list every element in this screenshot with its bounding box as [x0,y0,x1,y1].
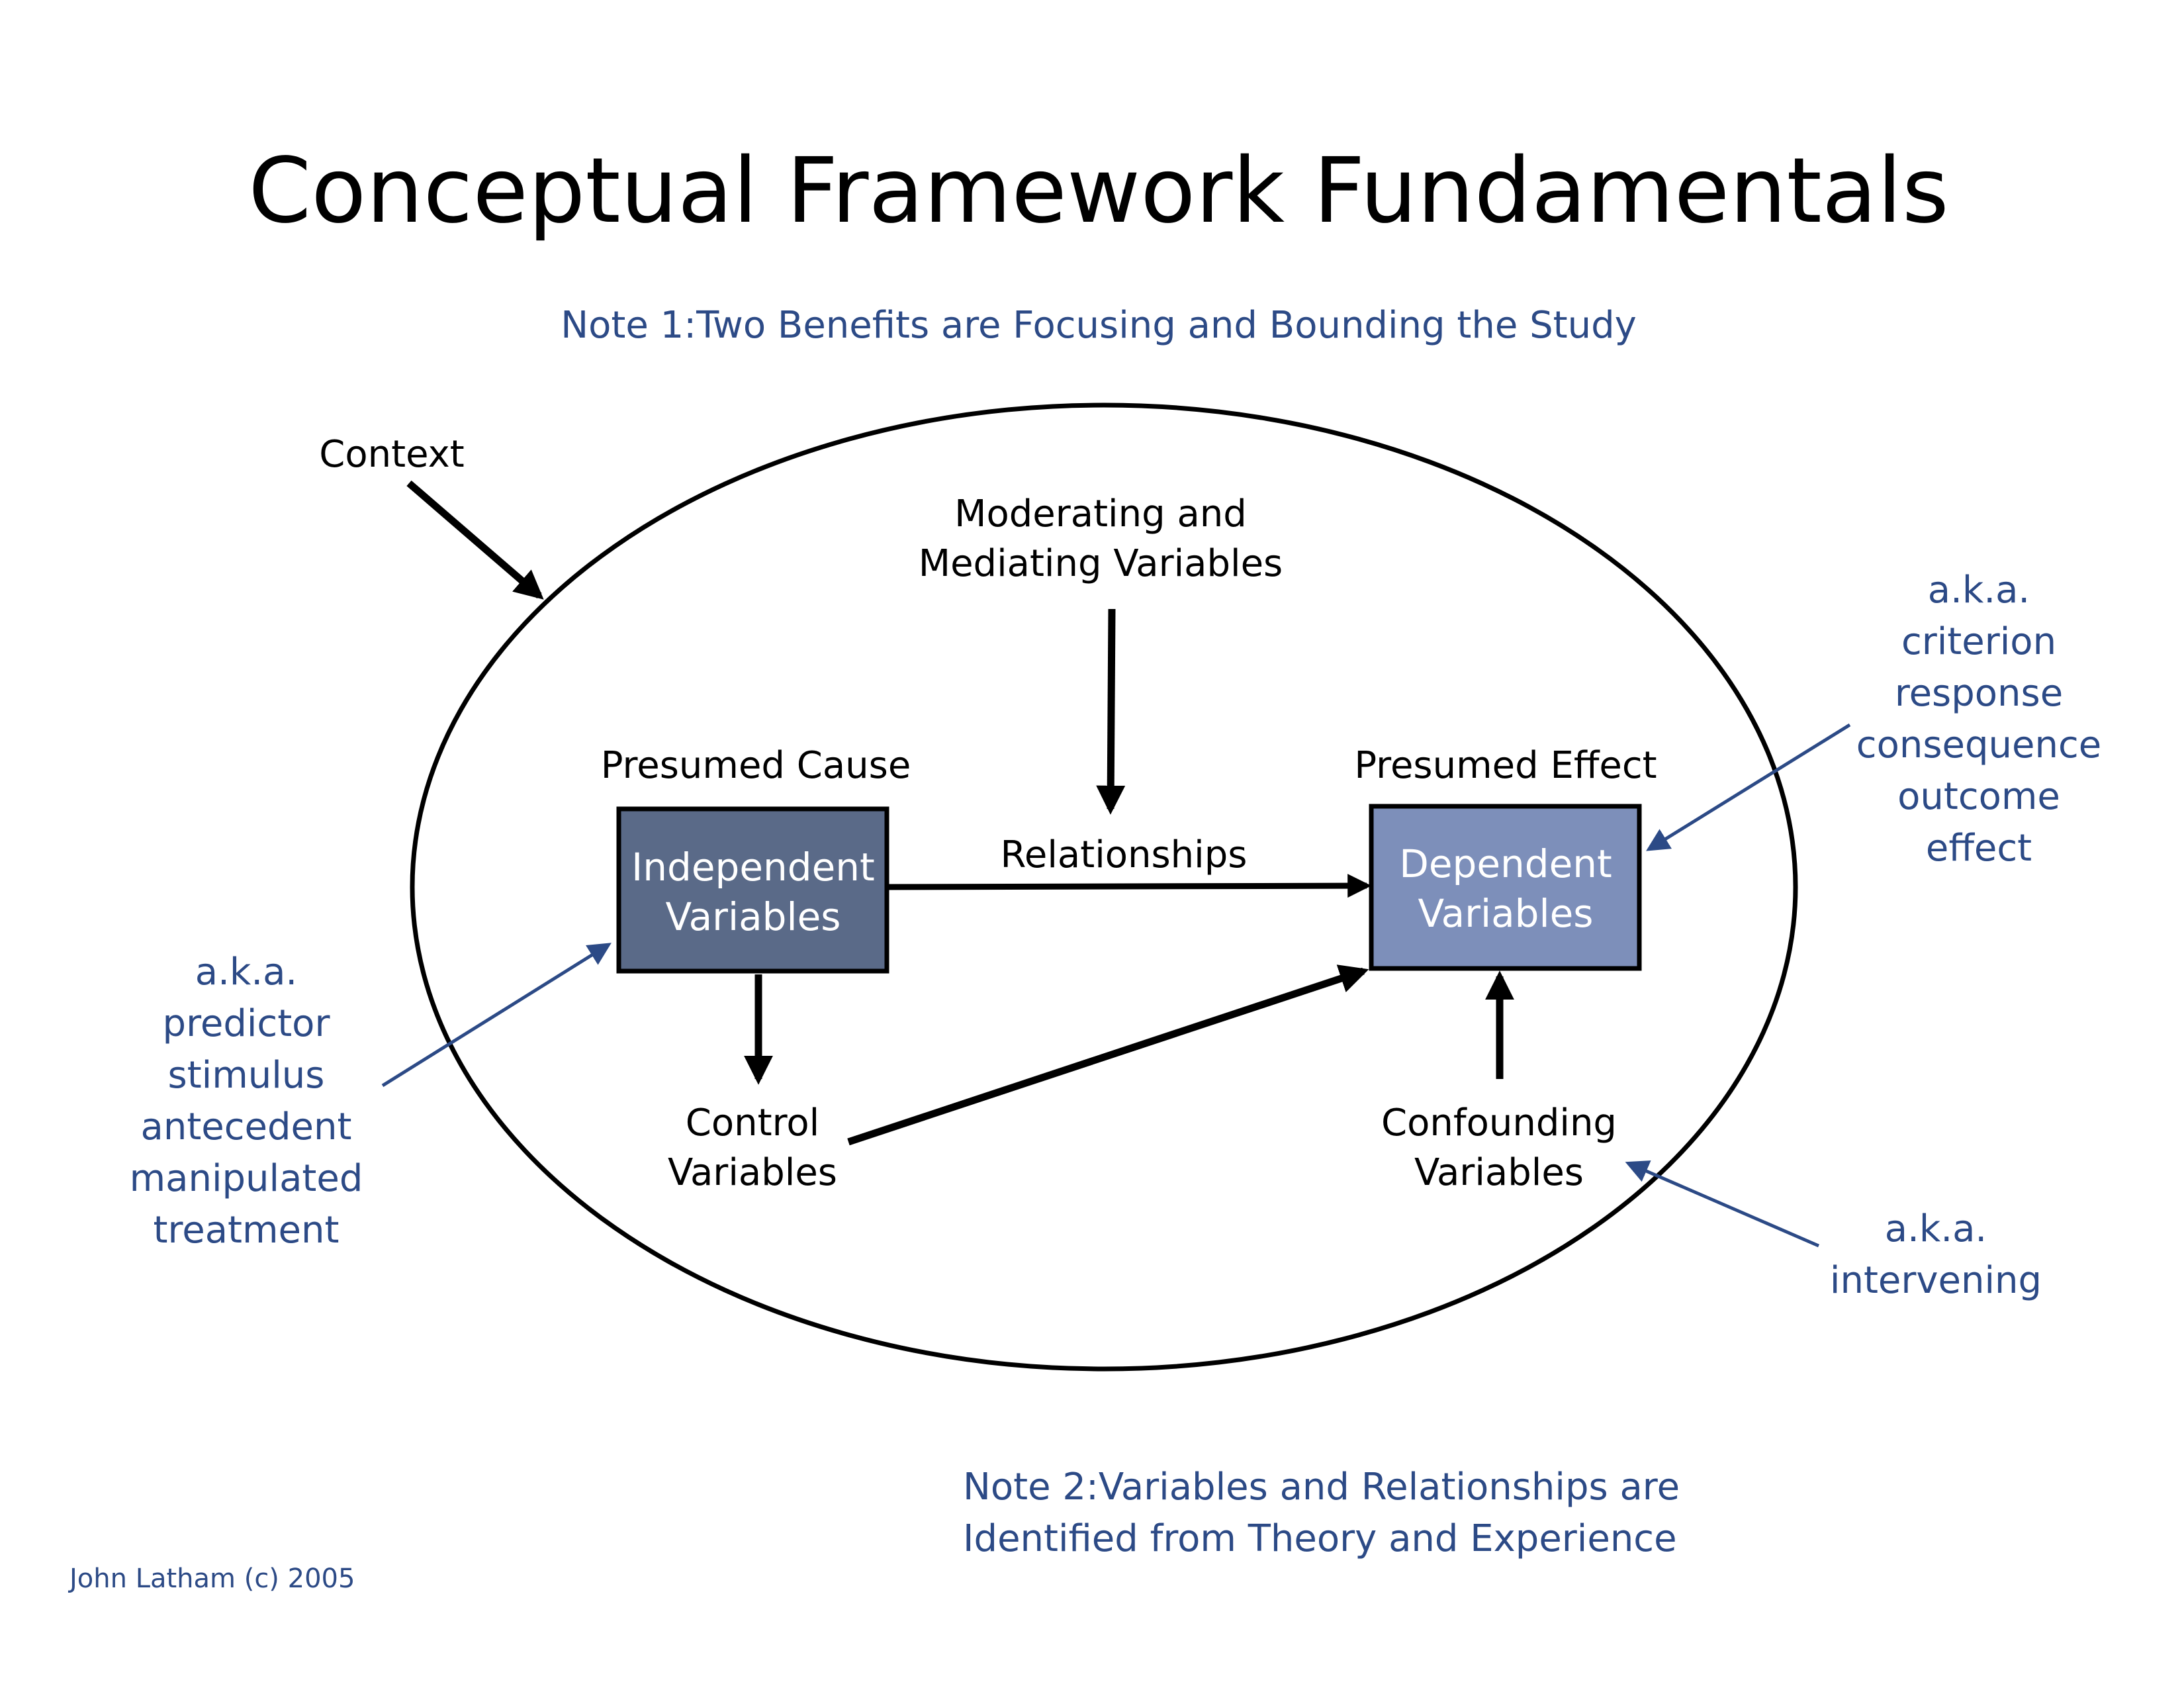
aka-confounding-item: a.k.a. [1885,1207,1987,1250]
dependent-variables-label-line1: Dependent [1399,841,1612,886]
control-variables-label-line2: Variables [668,1151,837,1194]
aka-dependent-item: consequence [1856,724,2101,767]
note-2-line1: Note 2:Variables and Relationships are [963,1466,1680,1509]
presumed-cause-label: Presumed Cause [601,744,911,787]
aka-dependent-item: criterion [1901,620,2056,663]
aka-confounding-list: a.k.a. intervening [1830,1207,2042,1302]
aka-dependent-list: a.k.a. criterion response consequence ou… [1856,569,2101,870]
aka-confounding-pointer [1625,1160,1819,1248]
moderating-arrow [1096,608,1126,815]
aka-independent-pointer [381,943,612,1088]
note-2-line2: Identified from Theory and Experience [963,1517,1677,1560]
dependent-variables-box [1369,804,1642,971]
context-ellipse [410,402,1798,1372]
moderating-variables-label: Moderating and [954,492,1247,536]
aka-independent-list: a.k.a. predictor stimulus antecedent man… [130,951,363,1252]
aka-independent-item: antecedent [141,1105,352,1149]
aka-independent-item: stimulus [168,1054,325,1097]
dependent-variables-label-line2: Variables [1418,891,1593,936]
aka-dependent-pointer [1646,723,1851,851]
page-title: Conceptual Framework Fundamentals [248,139,1949,244]
aka-dependent-item: outcome [1897,775,2060,818]
confounding-variables-label-line2: Variables [1414,1151,1584,1194]
aka-dependent-item: effect [1926,827,2032,870]
note-1: Note 1:Two Benefits are Focusing and Bou… [561,304,1637,347]
independent-variables-label-line1: Independent [631,845,875,890]
context-arrow [406,480,544,600]
independent-variables-label-line2: Variables [665,894,841,939]
presumed-effect-label: Presumed Effect [1354,744,1657,787]
aka-independent-item: manipulated [130,1157,363,1200]
aka-dependent-item: a.k.a. [1928,569,2030,612]
confounding-variables-label-line1: Confounding [1381,1102,1617,1145]
aka-independent-item: a.k.a. [195,951,297,994]
aka-confounding-item: intervening [1830,1259,2042,1302]
relationships-label: Relationships [1001,833,1248,876]
control-to-dependent-arrow [847,964,1369,1146]
control-variables-label-line1: Control [686,1102,819,1145]
relationships-arrow [888,874,1372,898]
mediating-variables-label: Mediating Variables [919,542,1283,585]
context-label: Context [319,433,464,476]
aka-independent-item: predictor [163,1002,331,1045]
aka-dependent-item: response [1895,672,2063,715]
credit-text: John Latham (c) 2005 [68,1564,355,1594]
aka-independent-item: treatment [154,1209,340,1252]
independent-variables-box [616,806,889,974]
